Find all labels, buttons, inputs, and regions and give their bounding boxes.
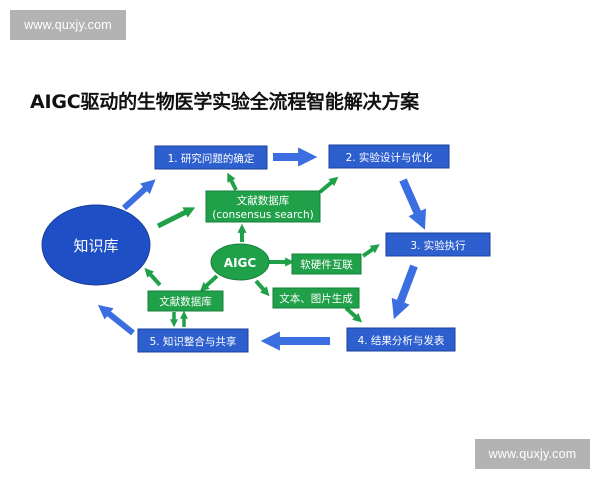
step4-box: 4. 结果分析与发表 [346,327,456,352]
aigc-node: AIGC [210,243,270,281]
page-title: AIGC驱动的生物医学实验全流程智能解决方案 [30,91,419,113]
step1-label: 1. 研究问题的确定 [168,152,255,165]
knowledge-base-node: 知识库 [41,204,151,286]
arrow-hardware-to-step3 [361,244,380,258]
aigc-label: AIGC [224,256,257,270]
arrow-textgen-to-step4 [344,306,363,323]
knowledge-base-label: 知识库 [73,237,118,255]
arrow-kb-to-litdb [156,207,196,229]
step4-label: 4. 结果分析与发表 [358,334,445,347]
arrow-litdb-bottom-to-kb [144,267,162,287]
arrow-step3-to-step4 [391,264,418,320]
step5-label: 5. 知识整合与共享 [150,335,237,348]
literature-db-bottom-box: 文献数据库 [147,290,224,312]
hardware-software-box: 软硬件互联 [291,253,362,275]
text-image-gen-box: 文本、图片生成 [272,287,360,309]
step3-label: 3. 实验执行 [410,239,466,252]
literature-db-top-line2: (consensus search) [212,209,313,221]
literature-db-bottom-label: 文献数据库 [159,295,212,308]
arrow-step2-to-step3 [399,178,427,230]
step1-box: 1. 研究问题的确定 [154,145,268,170]
arrow-aigc-to-textgen [254,279,270,297]
arrow-kb-to-step1 [121,179,156,211]
watermark-bottom: www.quxjy.com [475,439,590,469]
literature-db-top-box: 文献数据库 (consensus search) [205,190,321,223]
step5-box: 5. 知识整合与共享 [137,328,249,353]
step3-box: 3. 实验执行 [385,232,491,257]
arrow-litdb-to-step1 [227,172,238,191]
text-image-gen-label: 文本、图片生成 [279,292,353,305]
literature-db-top-line1: 文献数据库 [237,194,290,207]
arrow-litdb-to-step2 [318,176,339,194]
blue-arrows [97,147,427,351]
watermark-top: www.quxjy.com [10,10,126,40]
hardware-software-label: 软硬件互联 [300,258,353,271]
step2-label: 2. 实验设计与优化 [346,151,433,164]
arrow-aigc-to-litdb-bottom [199,274,219,292]
arrow-step5-to-kb [97,304,135,336]
step2-box: 2. 实验设计与优化 [328,144,450,169]
green-arrows [144,172,380,328]
